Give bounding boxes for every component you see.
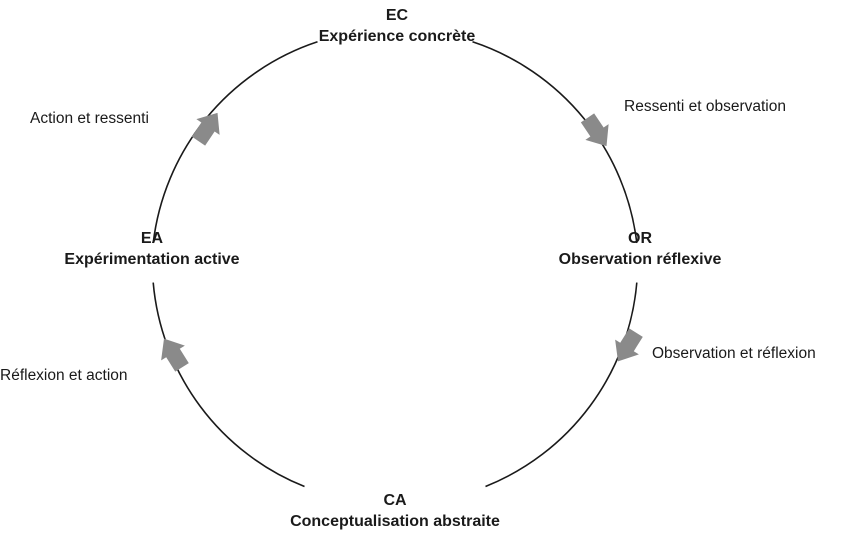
stage-ec-code: EC	[385, 7, 409, 24]
cycle-arc-bottom-left	[152, 282, 305, 488]
arrow-ca-to-ea-icon	[161, 338, 189, 372]
arrow-ec-to-or-icon	[580, 113, 609, 147]
transition-label-or-ca: Observation et réflexion	[652, 345, 816, 362]
stage-ca: CA Conceptualisation abstraite	[250, 490, 540, 532]
arrow-ea-to-ec-icon	[191, 112, 220, 146]
transition-label-ea-ec: Action et ressenti	[30, 110, 149, 127]
stage-ea-label: Expérimentation active	[64, 251, 240, 268]
stage-or: OR Observation réflexive	[520, 228, 760, 270]
cycle-arc-top-right	[472, 41, 638, 244]
transition-label-ca-ea: Réflexion et action	[0, 367, 128, 384]
stage-or-label: Observation réflexive	[558, 251, 722, 268]
stage-ec: EC Expérience concrète	[270, 5, 524, 47]
cycle-arc-top-left	[152, 41, 318, 244]
stage-ca-code: CA	[383, 492, 407, 509]
stage-ea: EA Expérimentation active	[30, 228, 274, 270]
transition-label-ec-or: Ressenti et observation	[624, 98, 786, 115]
stage-or-code: OR	[628, 230, 652, 247]
stage-ea-code: EA	[140, 230, 164, 247]
cycle-arc-bottom-right	[485, 282, 638, 488]
stage-ec-label: Expérience concrète	[318, 28, 476, 45]
stage-ca-label: Conceptualisation abstraite	[290, 513, 500, 530]
arrow-or-to-ca-icon	[615, 328, 643, 362]
